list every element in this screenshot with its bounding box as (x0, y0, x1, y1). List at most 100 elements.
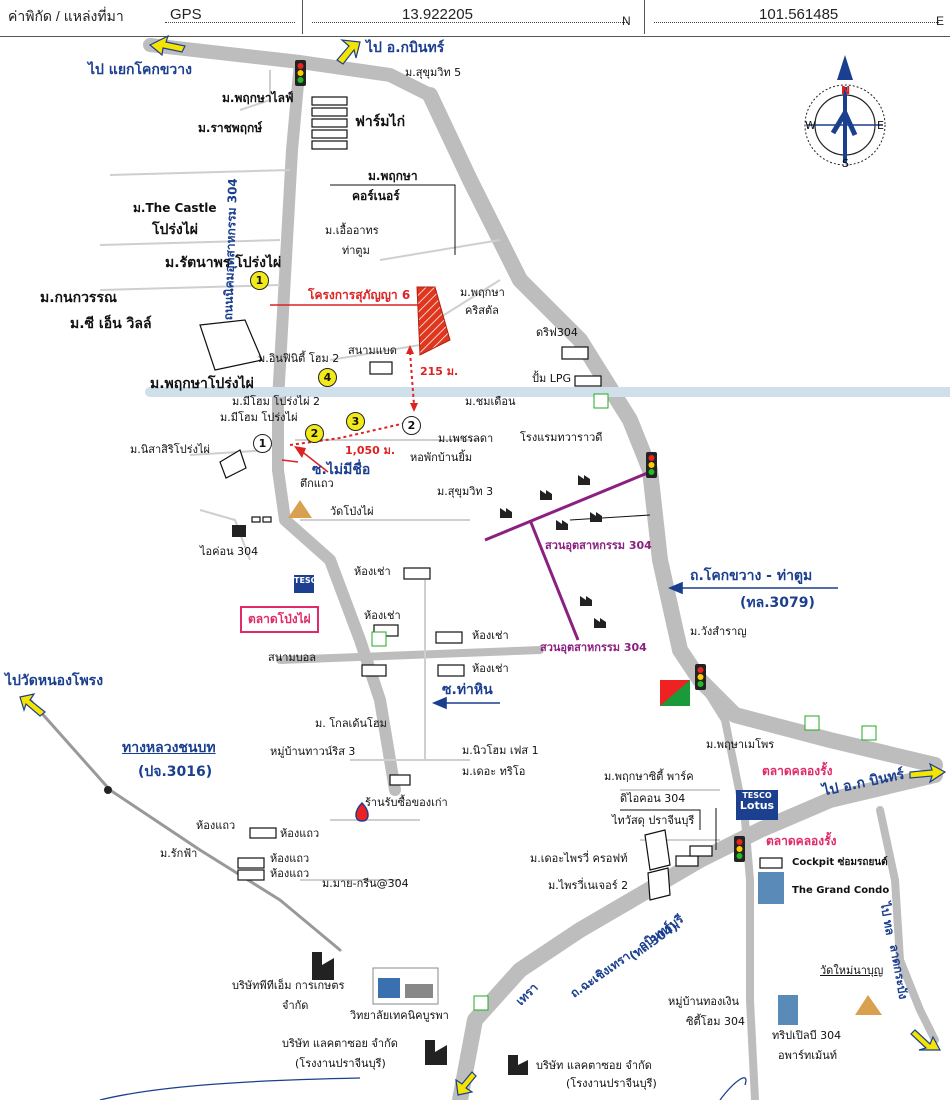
place-pongphai: โปร่งไผ่ (152, 222, 199, 238)
highway-304 (422, 87, 943, 773)
dotted-line (165, 22, 295, 23)
place-chom-duean: ม.ชมเดือน (465, 395, 516, 408)
latitude-cell: 13.922205 N (302, 0, 645, 34)
place-wat-pongphai: วัดโป่งไผ่ (330, 505, 374, 518)
place-castle: ม.The Castle (133, 201, 217, 215)
place-the-prairie: ม.เดอะไพรวี่ ครอฟท์ (530, 852, 628, 865)
place-tuk-thaew: ตึกแถว (300, 477, 334, 490)
dir-top: ไป อ.กบินทร์ (366, 40, 445, 56)
place-kanokwan: ม.กนกวรรณ (40, 290, 117, 306)
place-drift: ดริฟ304 (536, 326, 578, 339)
place-second-hand: ร้านรับซื้อของเก่า (365, 796, 448, 809)
coord-label: ค่าพิกัด / แหล่งที่มา (8, 8, 124, 24)
place-sukhumvit3: ม.สุขุมวิท 3 (437, 485, 494, 498)
marker-2-alt: 2 (402, 416, 421, 435)
place-phruksa-corner-1: ม.พฤกษา (368, 169, 418, 183)
place-uea-athon-1: ม.เอื้ออาทร (325, 224, 379, 237)
latitude-value: 13.922205 (402, 6, 473, 23)
place-phruksa-crystal-1: ม.พฤกษา (460, 286, 505, 299)
road-phruksa-label: ม.พฤกษาโปร่งไผ่ (150, 376, 254, 392)
place-phruksa-crystal-2: คริสตัล (465, 304, 499, 317)
place-ratchaphruek: ม.ราชพฤกษ์ (198, 121, 263, 135)
direction-arrows (19, 34, 947, 1096)
college-icon (372, 967, 439, 1005)
dir-rural-road: ทางหลวงชนบท (122, 740, 216, 756)
project-site (416, 286, 451, 356)
compass-rose (804, 55, 886, 166)
lotus-label: Lotus (739, 799, 775, 812)
place-farm: ฟาร์มไก่ (355, 114, 406, 130)
gas-station-icon (355, 801, 369, 822)
place-lactasoy-1b: (โรงงานปราจีนบุรี) (295, 1057, 386, 1070)
seven-eleven-icons (371, 393, 877, 1011)
factory-icons (232, 475, 606, 1075)
industrial-lines (484, 470, 651, 641)
place-row-house-4: ห้องแถว (270, 867, 310, 880)
place-mai-green: ม.มาย-กรีน@304 (322, 877, 409, 890)
tesco-label: TESCO (294, 576, 324, 585)
place-market-khlong-rang-2: ตลาดคลองรั้ง (766, 834, 837, 848)
big-c-icon (660, 680, 690, 706)
place-thong-ngoen-2: ซิตี้โฮม 304 (686, 1015, 745, 1028)
place-grand-condo: The Grand Condo (792, 885, 890, 896)
dir-left: ไปวัดหนองโพรง (5, 673, 104, 689)
place-lactasoy-1a: บริษัท แลคตาซอย จำกัด (282, 1037, 398, 1050)
place-icon304: ไอค่อน 304 (200, 545, 259, 558)
place-rakfa: ม.รักฟ้า (160, 847, 198, 860)
marker-1-alt: 1 (253, 434, 272, 453)
compass-north: N (841, 84, 851, 97)
marker-3: 3 (346, 412, 365, 431)
traffic-lights (295, 60, 745, 862)
dist-1050-line (289, 421, 411, 446)
place-prairie2: ม.ไพรวี่เนเจอร์ 2 (548, 879, 629, 892)
place-industrial-1: สวนอุตสาหกรรม 304 (545, 539, 652, 552)
road-rural (28, 698, 342, 952)
place-triple-b-2: อพาร์ทเม้นท์ (778, 1049, 837, 1062)
marker-2: 2 (305, 424, 324, 443)
place-thong-ngoen-1: หมู่บ้านทองเงิน (668, 995, 740, 1008)
place-phruksa-city-park: ม.พฤกษาซิตี้ พาร์ค (604, 770, 694, 783)
place-ck-villa: ม.ซี เอ็น วิลล์ (70, 316, 152, 332)
place-thawarisa: หมู่บ้านทาวน์ริส 3 (270, 745, 356, 758)
place-lactasoy-2b: (โรงงานปราจีนบุรี) (566, 1077, 657, 1090)
place-di-icon: ดิไอคอน 304 (620, 792, 686, 805)
place-market-khlong-rang-1: ตลาดคลองรั้ง (762, 764, 833, 778)
place-wat-mai: วัดใหม่นาบุญ (820, 964, 884, 977)
compass-south: S (842, 157, 849, 170)
place-badminton: สนามแบด (348, 344, 397, 357)
place-mihome2: ม.มีโฮม โปร่งไผ่ 2 (232, 395, 321, 408)
tesco-label: TESCO (742, 791, 772, 800)
place-golden-home: ม. โกลเด้นโฮม (315, 717, 387, 730)
place-market-pongphai: ตลาดโป่งไผ่ (240, 606, 319, 633)
dir-route-3079: (ทล.3079) (740, 595, 815, 611)
place-wang-samran: ม.วังสำราญ (690, 625, 747, 638)
place-row-house-3: ห้องแถว (270, 852, 310, 865)
place-thawarawadee: โรงแรมทวาราวดี (520, 431, 603, 444)
place-hor-ban-yim: หอพักบ้านยิ้ม (410, 451, 473, 464)
road-south (696, 676, 759, 1100)
dir-soi-no-name: ซ.ไม่มีชื่อ (312, 462, 371, 478)
place-mihome: ม.มีโฮม โปร่งไผ่ (220, 411, 298, 424)
place-phruksa-corner-2: คอร์เนอร์ (352, 189, 400, 203)
place-ptm-2: จำกัด (282, 999, 309, 1012)
place-uea-athon-2: ท่าตูม (342, 244, 370, 257)
latitude-dir: N (622, 14, 631, 28)
dotted-line (312, 22, 627, 23)
place-rattanaporn: ม.รัตนาพร โปร่งไผ่ (165, 255, 282, 271)
place-phruksa-mephon: ม.พฤษาเมโพร (706, 738, 775, 751)
longitude-dir: E (936, 14, 945, 28)
buildings (199, 96, 783, 901)
place-room-rent-3: ห้องเช่า (472, 629, 509, 642)
place-triple-b-1: ทริปเปิลบี 304 (772, 1029, 842, 1042)
dir-rural-route: (ปจ.3016) (138, 764, 213, 780)
compass-west: W (805, 119, 816, 132)
place-row-house-2: ห้องแถว (280, 827, 320, 840)
place-row-house-1: ห้องแถว (196, 819, 236, 832)
longitude-value: 101.561485 (759, 6, 839, 23)
place-ptm-1: บริษัทพีทีเอ็ม การเกษตร (232, 979, 345, 992)
road-top (143, 38, 437, 102)
place-infinity: ม.อินฟินิตี้ โฮม 2 (258, 352, 340, 365)
marker-4: 4 (318, 368, 337, 387)
place-thai-watsadu: ไทวัสดุ ปราจีนบุรี (612, 814, 695, 827)
place-new-home: ม.นิวโฮม เฟส 1 (462, 744, 539, 757)
